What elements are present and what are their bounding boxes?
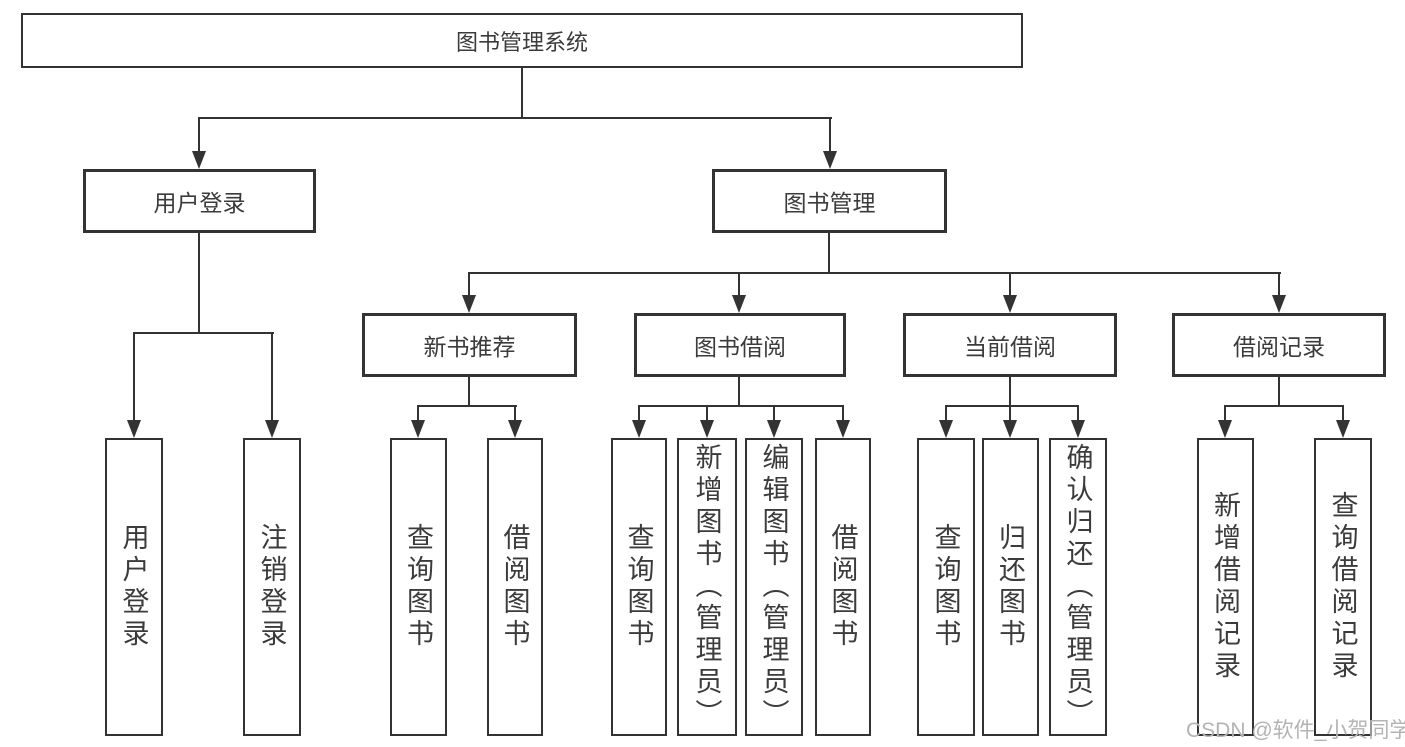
connector-line	[1224, 405, 1344, 407]
arrow-down-icon	[462, 295, 476, 313]
arrow-down-icon	[732, 295, 746, 313]
connector-line	[829, 117, 831, 153]
node-user-login: 用户登录	[83, 169, 316, 233]
connector-line	[1009, 405, 1011, 422]
arrow-down-icon	[411, 420, 425, 438]
node-book-borrow: 图书借阅	[634, 313, 846, 377]
node-label: 查询图书	[930, 523, 961, 651]
connector-line	[1224, 405, 1226, 422]
arrow-down-icon	[700, 420, 714, 438]
connector-line	[842, 405, 844, 422]
node-label: 图书借阅	[694, 334, 786, 360]
connector-line	[738, 272, 740, 296]
connector-line	[1009, 377, 1011, 407]
arrow-down-icon	[192, 151, 206, 169]
node-label: 用户登录	[118, 523, 149, 651]
node-label: 确认归还（管理员）	[1062, 443, 1093, 731]
connector-line	[521, 68, 523, 118]
connector-line	[133, 332, 135, 421]
node-leaf-return-books: 归还图书	[982, 438, 1039, 736]
node-label: 借阅记录	[1233, 334, 1325, 360]
connector-line	[198, 233, 200, 334]
arrow-down-icon	[1336, 420, 1350, 438]
arrow-down-icon	[1071, 420, 1085, 438]
node-leaf-add-borrow-record: 新增借阅记录	[1197, 438, 1254, 736]
arrow-down-icon	[265, 420, 279, 438]
node-current-borrow: 当前借阅	[903, 313, 1117, 377]
node-leaf-query-borrow-record: 查询借阅记录	[1314, 438, 1372, 736]
node-label: 图书管理	[783, 190, 876, 216]
connector-line	[271, 332, 273, 421]
arrow-down-icon	[939, 420, 953, 438]
arrow-down-icon	[823, 151, 837, 169]
connector-line	[773, 405, 775, 422]
node-label: 新增借阅记录	[1210, 491, 1240, 683]
arrow-down-icon	[1272, 295, 1286, 313]
node-book-management: 图书管理	[712, 169, 947, 233]
node-leaf-add-books-admin: 新增图书（管理员）	[677, 438, 737, 736]
connector-line	[828, 233, 830, 274]
node-label: 查询图书	[623, 523, 654, 651]
node-leaf-query-books-borrow: 查询图书	[611, 438, 667, 736]
node-leaf-query-books-recommend: 查询图书	[390, 438, 447, 736]
node-label: 新增图书（管理员）	[691, 443, 722, 731]
connector-line	[198, 117, 200, 153]
connector-line	[468, 272, 1281, 274]
arrow-down-icon	[127, 420, 141, 438]
node-leaf-logout: 注销登录	[243, 438, 301, 736]
connector-line	[417, 405, 517, 407]
node-label: 用户登录	[153, 190, 246, 216]
node-leaf-borrow-books-recommend: 借阅图书	[487, 438, 543, 736]
node-label: 图书管理系统	[455, 29, 588, 55]
arrow-down-icon	[1003, 295, 1017, 313]
node-root-library-system: 图书管理系统	[21, 13, 1023, 68]
arrow-down-icon	[767, 420, 781, 438]
node-label: 归还图书	[995, 523, 1025, 651]
node-label: 编辑图书（管理员）	[758, 443, 789, 731]
connector-line	[945, 405, 947, 422]
arrow-down-icon	[508, 420, 522, 438]
node-leaf-query-books-current: 查询图书	[917, 438, 975, 736]
arrow-down-icon	[836, 420, 850, 438]
arrow-down-icon	[632, 420, 646, 438]
csdn-watermark: CSDN @软件_小贺同学	[1186, 719, 1405, 742]
node-leaf-edit-books-admin: 编辑图书（管理员）	[745, 438, 803, 736]
connector-line	[1009, 272, 1011, 296]
node-label: 注销登录	[256, 523, 287, 651]
connector-line	[198, 117, 832, 119]
node-new-book-recommend: 新书推荐	[362, 313, 577, 377]
connector-line	[468, 377, 470, 407]
connector-line	[738, 377, 740, 407]
connector-line	[638, 405, 640, 422]
node-label: 查询借阅记录	[1327, 491, 1358, 683]
connector-line	[514, 405, 516, 422]
node-label: 借阅图书	[499, 523, 530, 651]
node-label: 查询图书	[403, 523, 433, 651]
arrow-down-icon	[1003, 420, 1017, 438]
connector-line	[1077, 405, 1079, 422]
connector-line	[1278, 272, 1280, 296]
connector-line	[638, 405, 844, 407]
connector-line	[468, 272, 470, 296]
node-label: 新书推荐	[423, 334, 516, 360]
node-borrow-record: 借阅记录	[1172, 313, 1386, 377]
node-leaf-user-login: 用户登录	[105, 438, 163, 736]
node-label: 当前借阅	[964, 334, 1056, 360]
arrow-down-icon	[1218, 420, 1232, 438]
connector-line	[1342, 405, 1344, 422]
node-label: 借阅图书	[827, 523, 858, 651]
node-leaf-borrow-books: 借阅图书	[815, 438, 871, 736]
connector-line	[706, 405, 708, 422]
connector-line	[1278, 377, 1280, 407]
connector-line	[945, 405, 1079, 407]
node-leaf-confirm-return-admin: 确认归还（管理员）	[1049, 438, 1107, 736]
connector-line	[417, 405, 419, 422]
connector-line	[133, 332, 274, 334]
